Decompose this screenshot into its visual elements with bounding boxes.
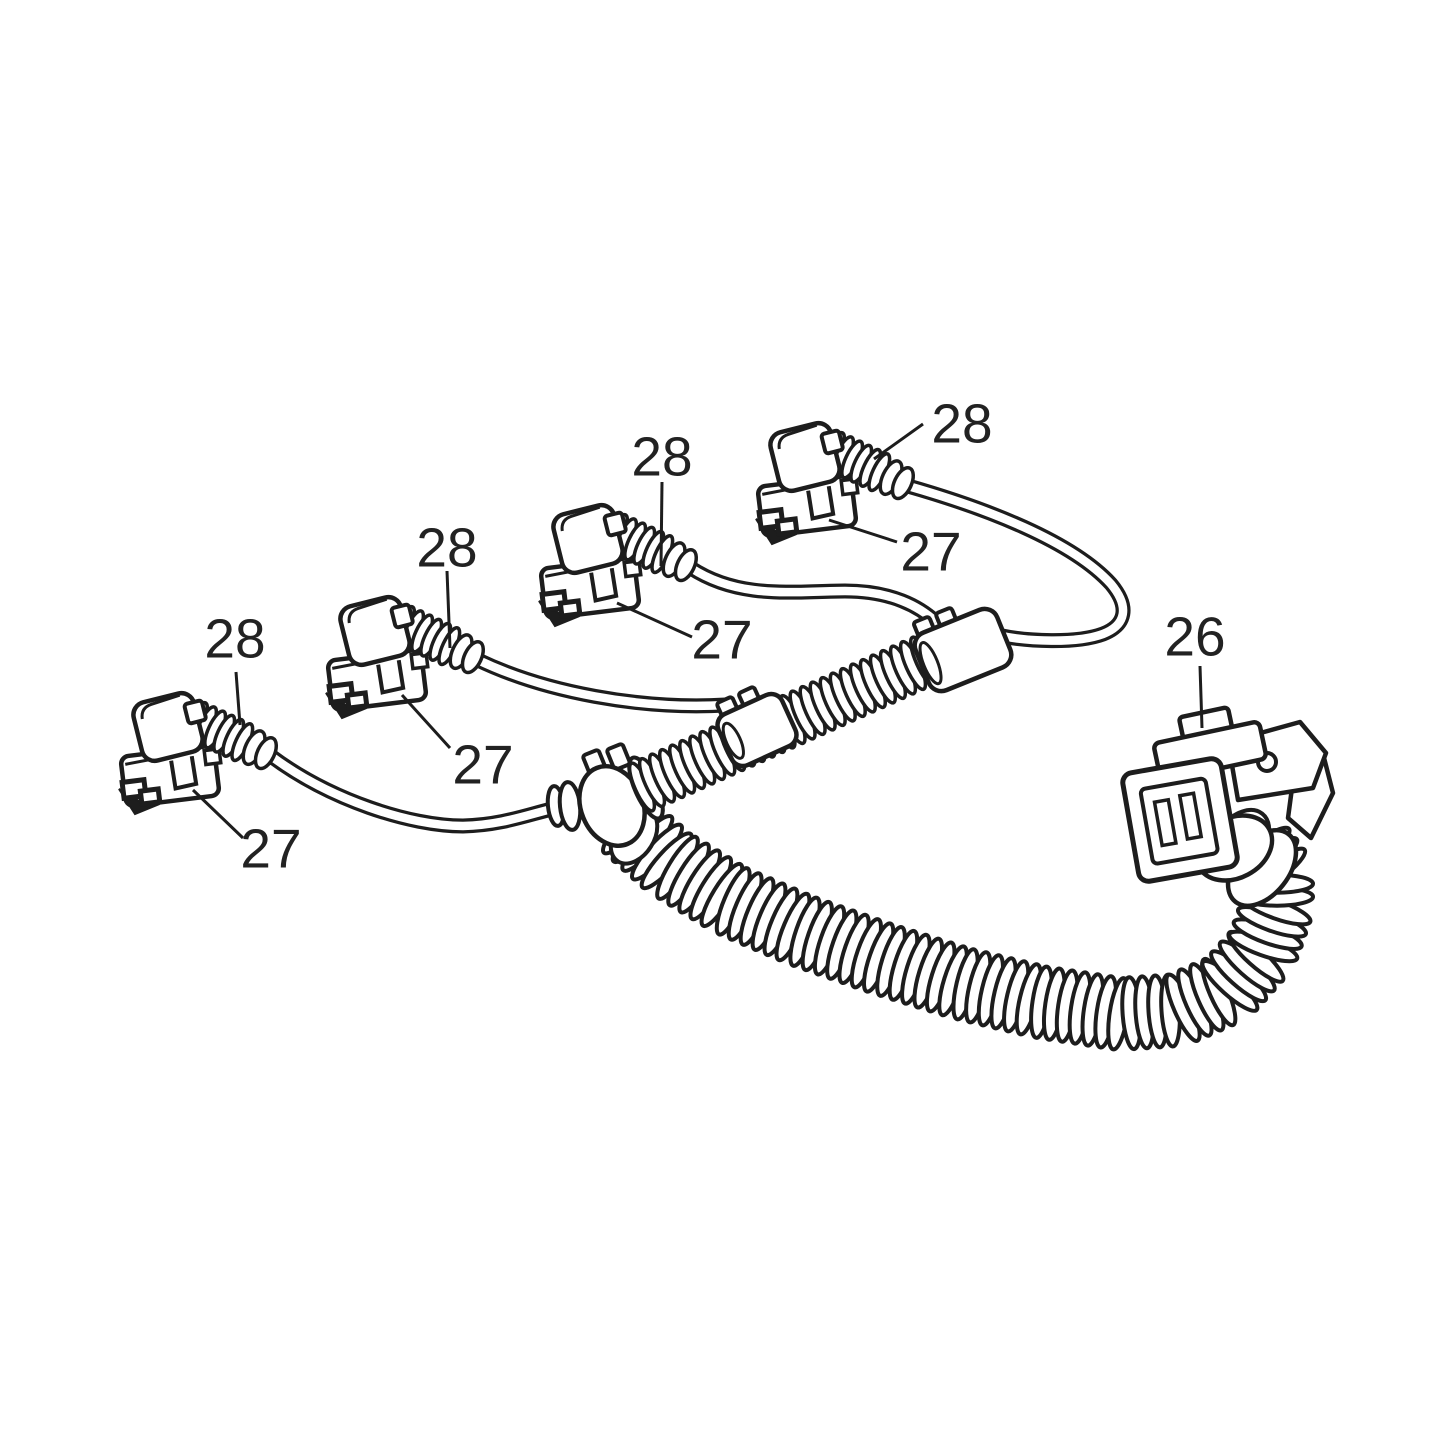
- leader-line: [191, 788, 245, 840]
- leader-line: [828, 518, 898, 544]
- leader-line: [400, 693, 452, 750]
- part-label-28-3: 28: [631, 425, 693, 488]
- injector-boot-1: [184, 700, 279, 771]
- part-label-27-2: 27: [452, 733, 514, 796]
- part-label-27-1: 27: [240, 817, 302, 880]
- leader-lines: [191, 422, 1204, 840]
- trunk-end-cap: [912, 606, 1014, 694]
- injector-wire-3: [686, 561, 942, 628]
- injector-connector-1: [118, 690, 279, 816]
- main-connector-housing: [1120, 756, 1240, 884]
- leader-line: [616, 601, 693, 639]
- injector-wire-2: [474, 653, 727, 714]
- connector-body: [338, 594, 415, 668]
- main-connector: [1120, 705, 1336, 908]
- leader-line: [445, 570, 452, 649]
- part-label-27-3: 27: [691, 608, 753, 671]
- trunk-clamp: [715, 685, 799, 769]
- part-label-28-4: 28: [931, 392, 993, 455]
- injector-connector-3: [538, 502, 699, 628]
- connector-body: [768, 420, 845, 494]
- part-label-28-1: 28: [204, 607, 266, 670]
- leader-line: [873, 422, 924, 461]
- part-label-26: 26: [1164, 605, 1226, 668]
- leader-line: [659, 481, 664, 567]
- connector-body: [131, 690, 208, 764]
- leader-line: [234, 671, 242, 726]
- injector-wire-4: [905, 478, 1131, 649]
- injector-connector-2: [325, 594, 486, 720]
- injector-boot-2: [391, 604, 486, 675]
- connector-body: [551, 502, 628, 576]
- part-label-27-4: 27: [900, 520, 962, 583]
- part-label-28-2: 28: [416, 516, 478, 579]
- injector-connector-4: [755, 420, 916, 546]
- injector-wire-1: [266, 749, 567, 834]
- leader-line: [1198, 665, 1204, 729]
